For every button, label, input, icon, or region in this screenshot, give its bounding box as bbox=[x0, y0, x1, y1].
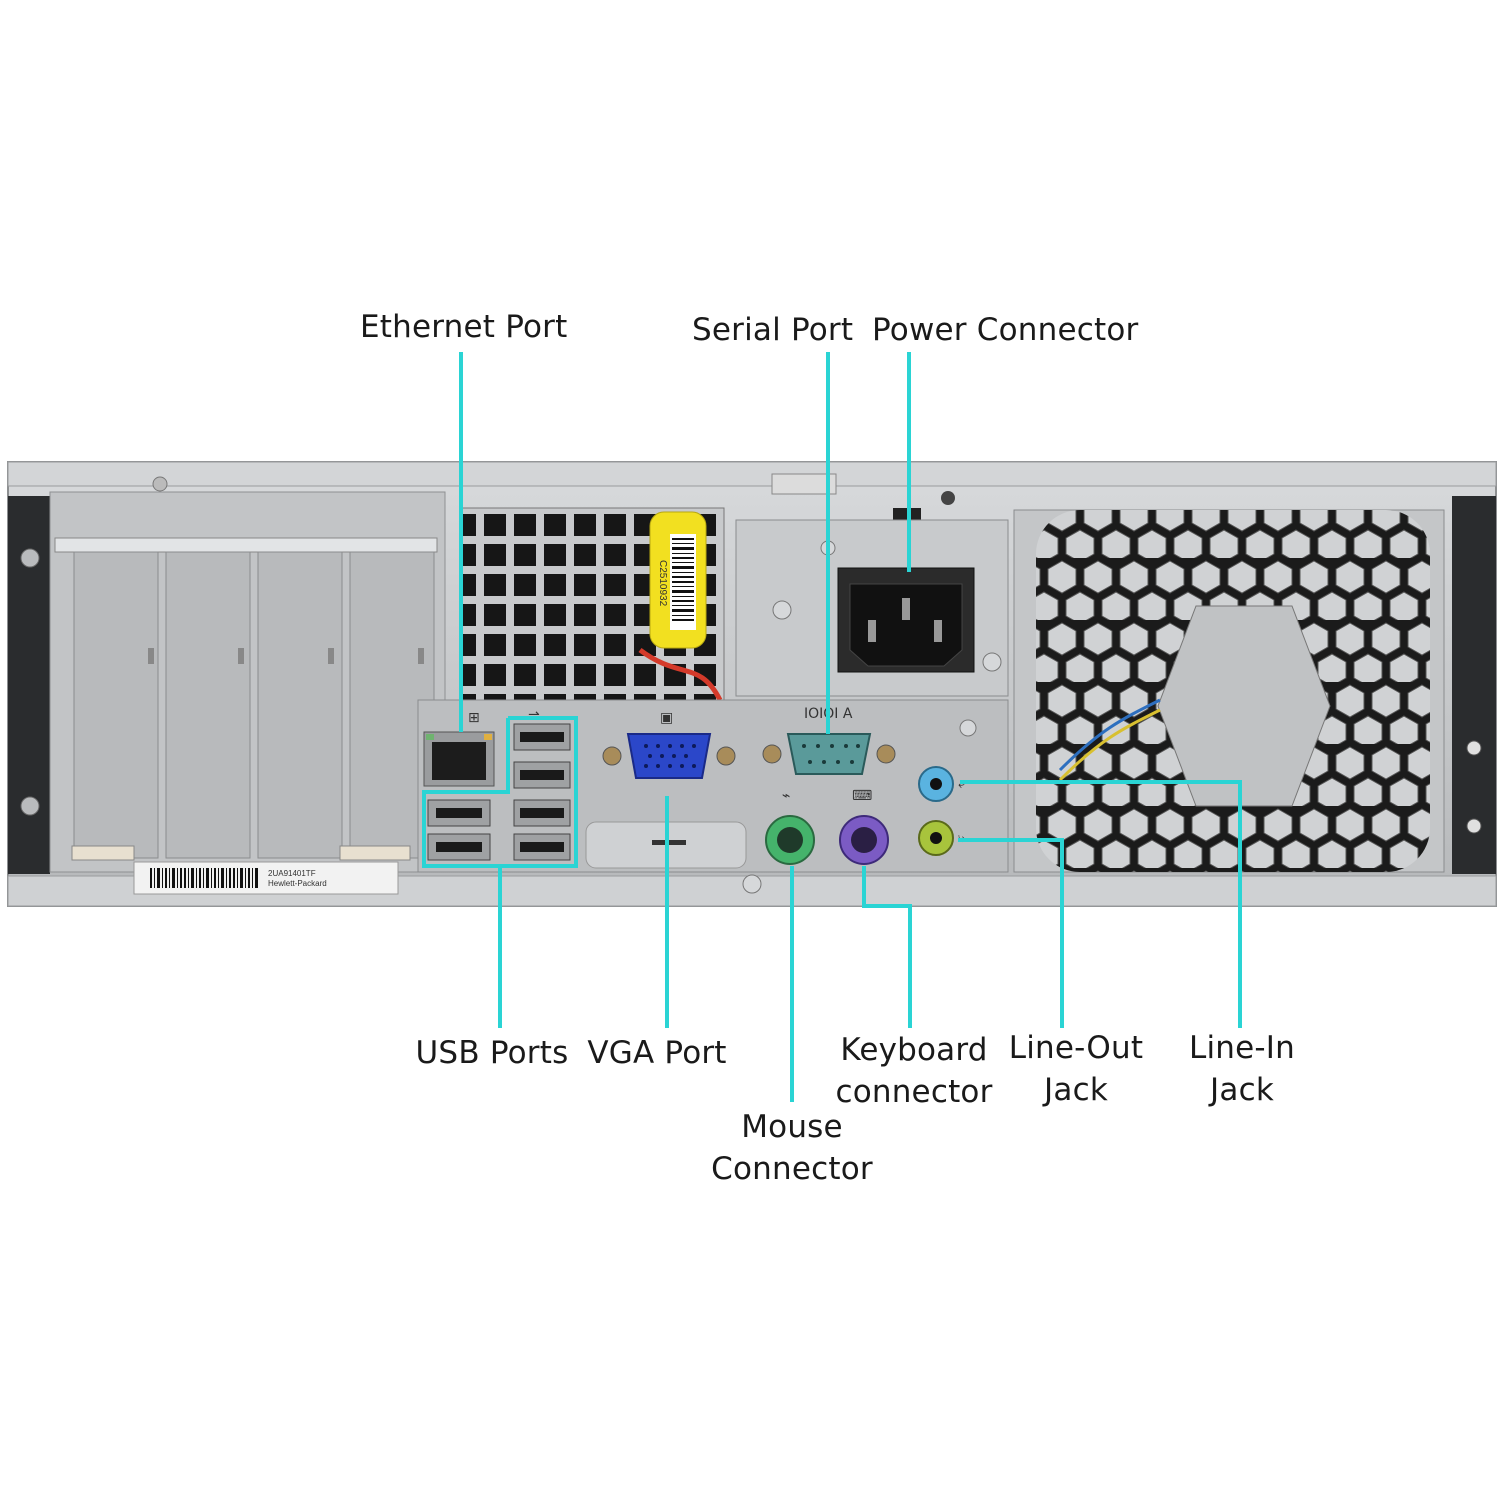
usb-ports: ⇌ bbox=[427, 708, 571, 861]
label-mouse-connector: Mouse Connector bbox=[711, 1109, 873, 1187]
serial-label-line-1: 2UA91401TF bbox=[268, 869, 316, 878]
barcode-1 bbox=[150, 868, 258, 888]
barcode-sticker: C2510932 bbox=[649, 511, 707, 649]
monitor-icon: ▣ bbox=[660, 710, 673, 726]
usb-bracket bbox=[422, 716, 578, 868]
serial-port: IOIOI A bbox=[762, 706, 896, 775]
ethernet-port: ⊞ bbox=[423, 710, 495, 787]
fan-grille bbox=[1013, 509, 1445, 873]
label-keyboard-connector: Keyboard connector bbox=[835, 1032, 993, 1110]
ethernet-icon: ⊞ bbox=[468, 710, 480, 726]
mouse-icon: ⌁ bbox=[782, 788, 790, 804]
sticker-code: C2510932 bbox=[657, 560, 668, 607]
label-line-out-jack: Line-Out Jack bbox=[1008, 1030, 1144, 1108]
label-line-in-jack: Line-In Jack bbox=[1189, 1030, 1295, 1108]
expansion-slots bbox=[49, 491, 446, 873]
serial-label: 2UA91401TF Hewlett-Packard bbox=[133, 861, 399, 895]
keyboard-port: ⌨ bbox=[839, 788, 889, 865]
keyboard-icon: ⌨ bbox=[852, 788, 872, 804]
label-vga-port: VGA Port bbox=[587, 1035, 727, 1071]
label-ethernet-port: Ethernet Port bbox=[360, 309, 568, 345]
lineout-leader bbox=[958, 838, 1064, 1028]
callout-lines bbox=[422, 352, 1242, 1102]
keyboard-leader bbox=[862, 866, 912, 1028]
vga-port: ▣ bbox=[602, 710, 736, 779]
psu-plate bbox=[735, 519, 1009, 697]
linein-leader bbox=[960, 780, 1242, 1028]
mouse-port: ⌁ bbox=[765, 788, 815, 865]
label-power-connector: Power Connector bbox=[872, 312, 1139, 348]
serial-label-line-2: Hewlett-Packard bbox=[268, 879, 327, 888]
label-usb-ports: USB Ports bbox=[415, 1035, 569, 1071]
label-serial-port: Serial Port bbox=[692, 312, 854, 348]
